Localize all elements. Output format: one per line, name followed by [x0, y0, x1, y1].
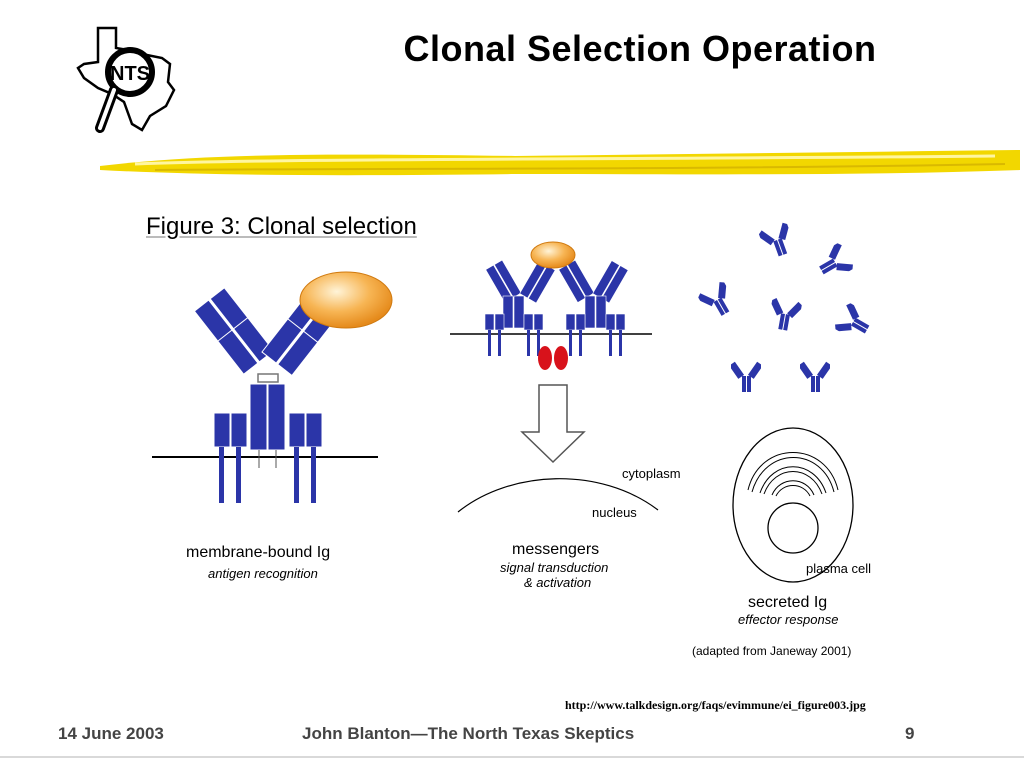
footer-author: John Blanton—The North Texas Skeptics — [302, 724, 635, 743]
source-credit-label: (adapted from Janeway 2001) — [692, 644, 852, 658]
nts-logo: NTS — [76, 26, 176, 133]
secreted-antibodies-drawing — [695, 220, 876, 392]
nucleus-label: nucleus — [592, 505, 637, 520]
membrane-bound-ig-drawing — [152, 271, 393, 503]
plasma-cell-label: plasma cell — [806, 561, 872, 576]
slide-title: Clonal Selection Operation — [403, 28, 877, 69]
antigen-recognition-label: antigen recognition — [208, 566, 318, 581]
footer-date: 14 June 2003 — [58, 724, 164, 743]
effector-response-label: effector response — [738, 612, 839, 627]
secreted-ig-label: secreted Ig — [748, 594, 828, 611]
plasma-cell-drawing — [732, 427, 854, 583]
yellow-swoosh-divider — [100, 150, 1020, 176]
footer-divider — [0, 756, 1024, 758]
logo-text: NTS — [110, 63, 150, 85]
cytoplasm-label: cytoplasm — [622, 466, 681, 481]
signal-transduction-label: signal transduction — [500, 560, 609, 575]
footer-page-number: 9 — [905, 724, 915, 743]
activation-label: & activation — [524, 575, 592, 590]
messengers-label: messengers — [512, 541, 600, 558]
figure-title: Figure 3: Clonal selection — [146, 213, 417, 240]
membrane-bound-ig-label: membrane-bound Ig — [186, 544, 331, 561]
signal-transduction-drawing — [450, 241, 659, 513]
source-url: http://www.talkdesign.org/faqs/evimmune/… — [565, 698, 866, 712]
